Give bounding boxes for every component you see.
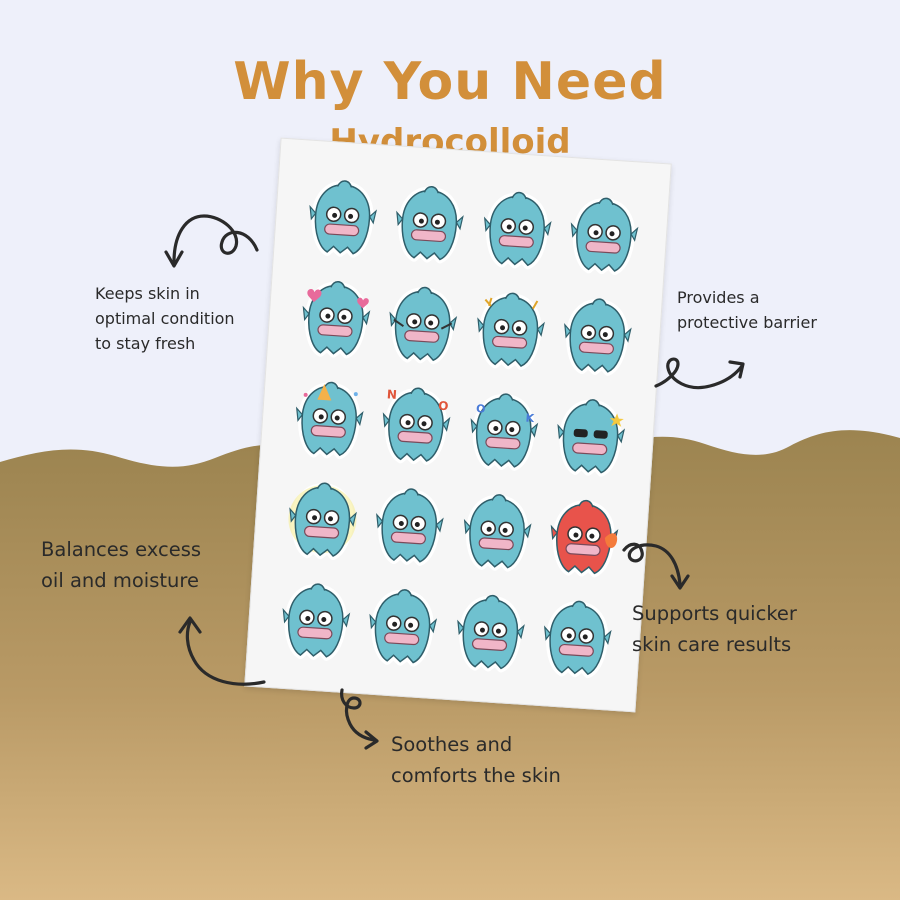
benefit-text: to stay fresh — [95, 333, 196, 353]
sticker-grumpy — [356, 574, 450, 680]
benefit-text: Soothes and — [391, 733, 513, 756]
fish-character-icon — [376, 488, 445, 566]
sticker-shocked — [295, 166, 389, 272]
benefit-text: Supports quicker — [632, 602, 797, 625]
sticker-worried — [557, 183, 651, 289]
fish-character-icon — [288, 482, 357, 560]
sticker-cheer — [376, 272, 470, 378]
benefit-keeps-skin: Keeps skin in optimal condition to stay … — [95, 282, 235, 356]
benefit-text: Keeps skin in — [95, 284, 200, 303]
fish-character-icon — [564, 298, 632, 377]
sticker-love — [288, 267, 382, 373]
curly-arrow-icon — [654, 357, 745, 390]
fish-character-icon — [389, 286, 458, 365]
fish-character-icon — [463, 493, 532, 572]
sticker-smile — [382, 172, 476, 278]
svg-text:O: O — [475, 402, 485, 416]
benefit-text: oil and moisture — [41, 569, 199, 593]
benefit-text: protective barrier — [677, 312, 817, 332]
benefit-barrier: Provides a protective barrier — [677, 286, 817, 336]
benefit-text: optimal condition — [95, 308, 235, 328]
fish-character-icon — [302, 281, 371, 359]
sticker-fire — [537, 485, 631, 591]
curly-arrow-icon — [622, 542, 690, 590]
sticker-panic — [463, 278, 557, 384]
sticker-shy — [443, 580, 537, 686]
svg-text:O: O — [438, 399, 449, 414]
benefit-text: comforts the skin — [391, 764, 561, 788]
fish-character-icon — [369, 588, 438, 667]
benefit-soothes: Soothes and comforts the skin — [391, 729, 561, 791]
fish-character-icon — [396, 186, 465, 264]
headline-title: Why You Need — [233, 52, 667, 112]
svg-text:N: N — [387, 387, 398, 402]
sticker-tongue — [362, 474, 456, 580]
fish-character-icon — [295, 381, 364, 460]
fish-character-icon: OK — [470, 393, 538, 471]
curly-arrow-icon — [340, 688, 379, 750]
curly-arrow-icon — [164, 214, 259, 268]
sticker-plain — [268, 568, 362, 674]
benefit-quicker: Supports quicker skin care results — [632, 598, 797, 660]
benefit-balances: Balances excess oil and moisture — [41, 534, 201, 596]
benefit-text: Balances excess — [41, 538, 202, 561]
sticker-mask — [530, 586, 624, 692]
fish-character-icon — [483, 192, 552, 270]
sticker-party — [282, 367, 376, 473]
fish-character-icon — [477, 292, 545, 371]
fish-character-icon — [571, 197, 639, 276]
fish-character-icon — [282, 582, 351, 661]
benefit-text: skin care results — [632, 633, 792, 657]
fish-character-icon: NO — [383, 387, 451, 465]
fish-character-icon — [550, 499, 619, 578]
fish-character-icon — [309, 180, 377, 259]
sticker-crying — [550, 284, 644, 390]
fish-character-icon — [456, 594, 525, 672]
svg-text:K: K — [525, 411, 535, 425]
curly-arrow-icon — [178, 616, 266, 686]
sticker-sunglasses — [544, 385, 638, 491]
benefit-text: Provides a — [677, 288, 760, 307]
fish-character-icon — [557, 399, 626, 477]
fish-character-icon — [544, 600, 612, 678]
sticker-jumping — [450, 479, 544, 585]
sticker-surprised — [470, 178, 564, 284]
sticker-shining — [275, 468, 369, 574]
